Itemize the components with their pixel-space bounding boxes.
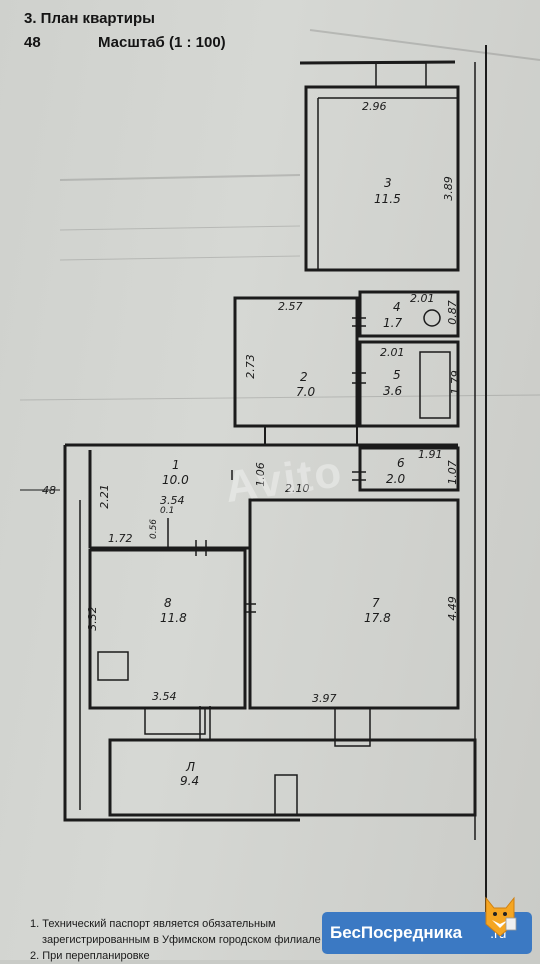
room-7-height: 4.49 [445, 596, 459, 621]
footnote-line-2: зарегистрированным в Уфимском городском … [42, 934, 321, 946]
room-7-width: 3.97 [312, 692, 337, 705]
room-8-number: 8 [164, 596, 172, 610]
room-4-width: 2.01 [410, 292, 435, 305]
footnote-line-1: 1. Технический паспорт является обязател… [30, 918, 276, 930]
room-6-number: 6 [397, 456, 405, 470]
room-8-width: 3.54 [152, 690, 177, 703]
room-5-width: 2.01 [380, 346, 405, 359]
room-1-number: 1 [172, 458, 180, 472]
room-1-width: 3.54 [160, 494, 185, 507]
balcony-outline [108, 738, 477, 817]
brand-badge[interactable]: БесПосредника .ru [322, 896, 532, 954]
window-room8 [144, 707, 206, 735]
room-6-area: 2.0 [386, 472, 406, 486]
room-2-outline [233, 296, 359, 428]
room-2-height: 2.73 [243, 354, 257, 379]
room-3-area: 11.5 [374, 192, 401, 206]
room-2-number: 2 [300, 370, 308, 384]
room-3-width: 2.96 [362, 100, 387, 113]
balcony-area: 9.4 [180, 774, 200, 788]
room-1-dim-c: 1.72 [108, 532, 133, 545]
bathtub [419, 351, 451, 419]
room-8-area: 11.8 [160, 611, 187, 625]
room-2-width: 2.57 [278, 300, 303, 313]
room-6-width: 1.91 [418, 448, 443, 461]
room-1-dim-d: 0.56 [149, 518, 160, 540]
room-1-dim-e: 0.1 [160, 506, 175, 516]
room-7-number: 7 [372, 596, 380, 610]
section-title: 3. План квартиры [24, 10, 155, 27]
outer-dimension: 48 [42, 484, 56, 497]
room-1-height: 2.21 [97, 484, 111, 509]
room-8-outline [88, 548, 247, 710]
room-2-area: 7.0 [296, 385, 316, 399]
window-top [375, 62, 427, 88]
balcony-number: Л [186, 760, 196, 774]
window-room7 [334, 707, 371, 747]
stove [97, 651, 129, 681]
footnotes: 1. Технический паспорт является обязател… [30, 916, 321, 964]
scale-label: Масштаб (1 : 100) [98, 34, 226, 51]
room-3-number: 3 [384, 176, 392, 190]
room-8-height: 3.32 [85, 606, 99, 631]
room-6-outline [358, 446, 460, 492]
brand-name: БесПосредника [330, 923, 463, 942]
room-4-number: 4 [393, 300, 401, 314]
room-1-area: 10.0 [162, 473, 189, 487]
room-3-height: 3.89 [441, 176, 455, 201]
room-3-outline [304, 85, 460, 272]
room-1-dim-b: 2.10 [285, 482, 310, 495]
room-5-area: 3.6 [383, 384, 403, 398]
balcony-step [274, 774, 298, 816]
room-7-area: 17.8 [364, 611, 391, 625]
room-4-outline [358, 290, 460, 338]
wall-left-external [63, 445, 300, 822]
room-5-number: 5 [393, 368, 401, 382]
room-6-height: 1.07 [445, 460, 459, 485]
room-5-outline [358, 340, 460, 428]
room-4-area: 1.7 [383, 316, 403, 330]
fox-mascot-icon [485, 896, 517, 937]
room-4-height: 0.87 [445, 300, 459, 325]
room-7-outline [248, 498, 460, 710]
page-number: 48 [24, 34, 41, 51]
room-5-height: 1.79 [448, 370, 462, 395]
toilet [423, 309, 441, 327]
footnote-line-3: 2. При перепланировке [30, 950, 150, 962]
